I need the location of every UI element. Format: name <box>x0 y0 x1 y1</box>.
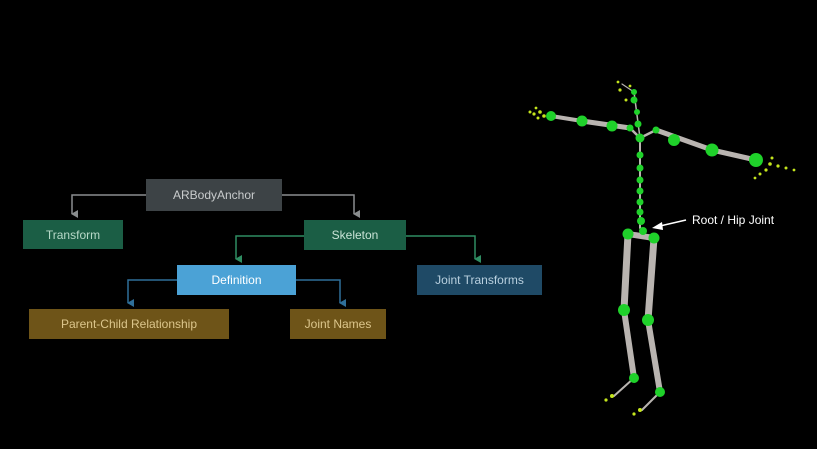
joint-neck-2 <box>634 120 642 128</box>
node-transform: Transform <box>23 220 123 249</box>
edge-definition-joint-names <box>296 279 346 307</box>
bone-right-shin <box>645 317 663 395</box>
node-skeleton: Skeleton <box>304 220 406 250</box>
edge-skeleton-definition <box>235 235 304 263</box>
bones <box>549 83 759 411</box>
joint-spine-4 <box>636 187 644 195</box>
joint-left-clavicle <box>626 124 634 132</box>
edge-arbodyanchor-transform <box>71 194 146 218</box>
edge-definition-parent-child <box>127 279 177 307</box>
joint-spine-3 <box>636 198 644 206</box>
root-hip-joint-label: Root / Hip Joint <box>692 213 775 227</box>
root-hip-callout-arrow <box>652 219 687 230</box>
joint-right-hand <box>749 153 763 167</box>
bone-left-thigh <box>620 230 632 314</box>
joint-right-hip <box>648 232 660 244</box>
joint-spine-5 <box>636 176 644 184</box>
joint-spine-6 <box>636 164 644 172</box>
bone-left-upper-arm <box>579 118 633 131</box>
node-arbodyanchor-label: ARBodyAnchor <box>172 188 256 202</box>
joint-head <box>630 96 638 104</box>
node-skeleton-label: Skeleton <box>331 228 379 242</box>
finger-joints <box>528 80 796 416</box>
joints <box>546 89 763 397</box>
joint-spine-7 <box>636 151 644 159</box>
bone-right-forearm <box>709 147 759 163</box>
joint-root-hip <box>639 227 647 235</box>
joint-spine-1 <box>637 217 645 225</box>
joint-neck-3 <box>634 109 640 115</box>
joint-left-knee <box>618 304 630 316</box>
node-joint-transforms-label: Joint Transforms <box>435 273 524 287</box>
joint-right-elbow <box>705 143 719 157</box>
node-arbodyanchor: ARBodyAnchor <box>146 179 282 211</box>
node-parent-child-relationship: Parent-Child Relationship <box>29 309 229 339</box>
joint-right-ankle <box>655 387 665 397</box>
joint-right-shoulder <box>668 134 680 146</box>
node-joint-transforms: Joint Transforms <box>417 265 542 295</box>
joint-left-elbow <box>576 115 588 127</box>
joint-spine-2 <box>636 208 644 216</box>
joint-left-hip <box>622 228 634 240</box>
joint-neck-1 <box>635 133 645 143</box>
node-transform-label: Transform <box>45 227 101 242</box>
joint-left-shoulder <box>606 120 618 132</box>
joint-right-knee <box>642 314 654 326</box>
bone-right-thigh <box>644 234 658 324</box>
bone-left-shin <box>621 307 637 381</box>
joint-left-hand <box>546 111 556 121</box>
node-definition-label: Definition <box>211 273 262 287</box>
node-definition: Definition <box>177 265 296 295</box>
edge-skeleton-joint-transforms <box>406 235 481 263</box>
node-parent-child-relationship-label: Parent-Child Relationship <box>60 317 198 331</box>
joint-head-top <box>631 89 637 95</box>
edge-arbodyanchor-skeleton <box>282 194 360 218</box>
bone-right-upper-arm <box>653 127 715 153</box>
node-joint-names: Joint Names <box>290 309 386 339</box>
joint-left-ankle <box>629 373 639 383</box>
joint-right-clavicle <box>652 126 660 134</box>
node-joint-names-label: Joint Names <box>304 317 372 331</box>
